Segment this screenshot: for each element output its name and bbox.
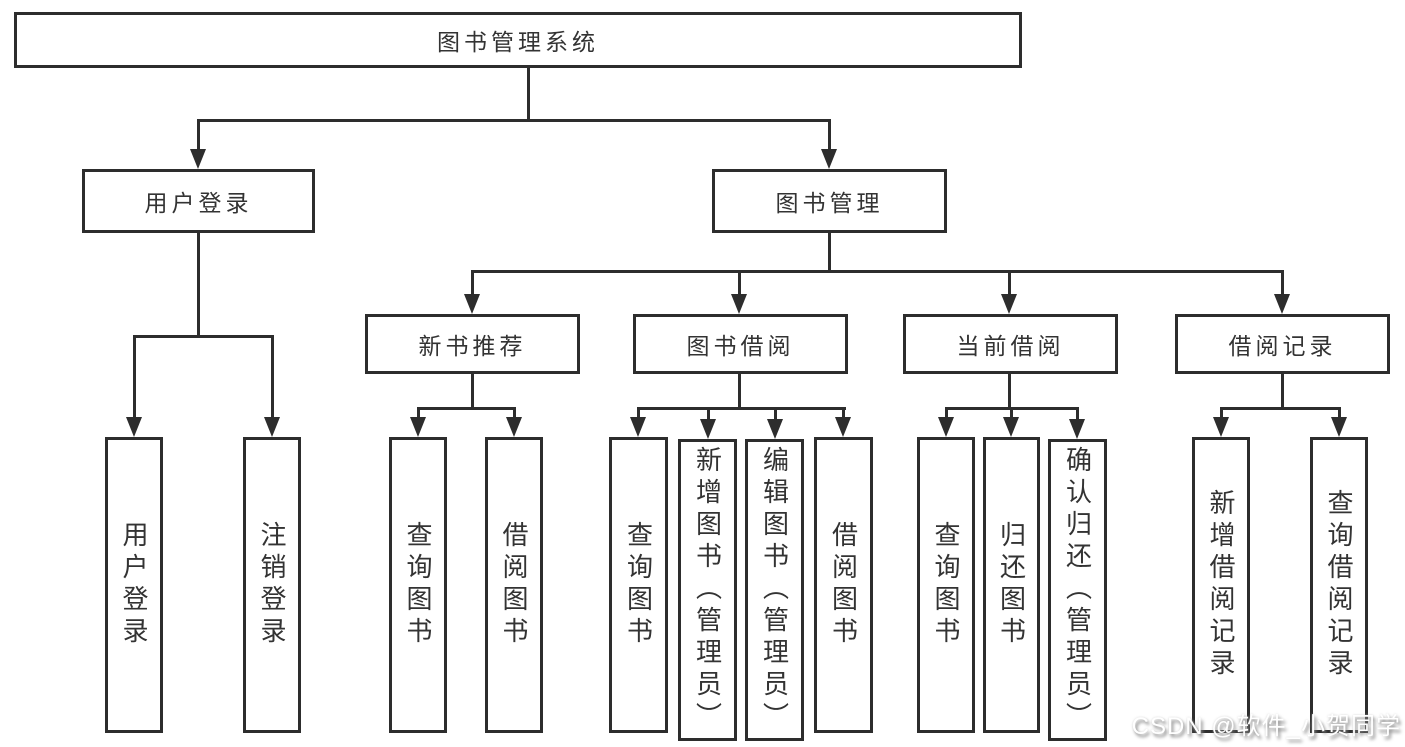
node-current-borrow: 当前借阅 [903, 314, 1118, 374]
node-book-borrow: 图书借阅 [633, 314, 848, 374]
connector-line [417, 407, 420, 421]
node-user-login: 用户登录 [82, 169, 315, 233]
connector-line [1008, 270, 1011, 298]
connector-line [1220, 407, 1223, 421]
connector-root-stem [527, 66, 530, 121]
connector-line [945, 407, 948, 421]
connector-line [197, 119, 200, 153]
node-label: 图书借阅 [686, 333, 795, 359]
csdn-watermark: CSDN @软件_小贺同学 [1131, 713, 1401, 740]
connector-bus [637, 407, 846, 410]
arrow-down-icon [506, 417, 522, 437]
leaf-query-books-borrow: 查询图书 [609, 437, 668, 733]
leaf-user-login: 用户登录 [105, 437, 163, 733]
leaf-label: 用户登录 [119, 521, 149, 649]
connector-stem [1008, 372, 1011, 410]
leaf-query-books-current: 查询图书 [917, 437, 975, 733]
arrow-down-icon [264, 417, 280, 437]
connector-line [637, 407, 640, 421]
leaf-query-books-recommend: 查询图书 [389, 437, 447, 733]
arrow-down-icon [1003, 417, 1019, 437]
leaf-label: 新增图书（管理员） [692, 446, 723, 734]
arrow-down-icon [410, 417, 426, 437]
connector-line [513, 407, 516, 421]
arrow-down-icon [731, 294, 747, 314]
leaf-add-books-admin: 新增图书（管理员） [678, 439, 737, 741]
connector-stem [471, 372, 474, 410]
connector-bus [1220, 407, 1341, 410]
leaf-borrow-books: 借阅图书 [814, 437, 873, 733]
connector-stem [738, 372, 741, 410]
leaf-borrow-books-recommend: 借阅图书 [485, 437, 543, 733]
connector-line [133, 335, 136, 421]
connector-line [471, 270, 474, 298]
arrow-down-icon [1331, 417, 1347, 437]
arrow-down-icon [1213, 417, 1229, 437]
connector-line [1076, 407, 1079, 421]
arrow-down-icon [938, 417, 954, 437]
connector-line [774, 407, 777, 421]
connector-line [1281, 270, 1284, 298]
arrow-down-icon [835, 417, 851, 437]
arrow-down-icon [767, 419, 783, 439]
leaf-label: 新增借阅记录 [1206, 489, 1236, 681]
leaf-label: 借阅图书 [828, 521, 859, 649]
leaf-add-borrow-record: 新增借阅记录 [1192, 437, 1250, 733]
leaf-logout: 注销登录 [243, 437, 301, 733]
node-borrow-records: 借阅记录 [1175, 314, 1390, 374]
leaf-label: 查询图书 [931, 521, 961, 649]
arrow-down-icon [1069, 419, 1085, 439]
connector-line [842, 407, 845, 421]
connector-line [271, 335, 274, 421]
connector-user-login-bus [133, 335, 274, 338]
node-root: 图书管理系统 [14, 12, 1022, 68]
node-label: 新书推荐 [418, 333, 527, 359]
arrow-down-icon [190, 149, 206, 169]
connector-root-bus [197, 119, 831, 122]
arrow-down-icon [700, 419, 716, 439]
leaf-label: 归还图书 [996, 521, 1027, 649]
arrow-down-icon [630, 417, 646, 437]
connector-line [828, 119, 831, 153]
connector-line [738, 270, 741, 298]
arrow-down-icon [1001, 294, 1017, 314]
connector-line [1010, 407, 1013, 421]
node-book-management: 图书管理 [712, 169, 947, 233]
leaf-label: 借阅图书 [499, 521, 529, 649]
leaf-edit-books-admin: 编辑图书（管理员） [745, 439, 804, 741]
arrow-down-icon [126, 417, 142, 437]
connector-stem [1281, 372, 1284, 410]
connector-book-mgmt-stem [828, 231, 831, 273]
arrow-down-icon [821, 149, 837, 169]
connector-book-mgmt-bus [471, 270, 1284, 273]
node-root-label: 图书管理系统 [437, 29, 599, 55]
leaf-label: 确认归还（管理员） [1062, 446, 1093, 734]
leaf-return-books: 归还图书 [983, 437, 1040, 733]
node-label: 当前借阅 [956, 333, 1065, 359]
leaf-label: 查询图书 [403, 521, 433, 649]
arrow-down-icon [464, 294, 480, 314]
connector-bus [417, 407, 516, 410]
node-new-book-recommend: 新书推荐 [365, 314, 580, 374]
leaf-label: 查询借阅记录 [1324, 489, 1354, 681]
leaf-label: 编辑图书（管理员） [759, 446, 790, 734]
connector-user-login-stem [197, 231, 200, 338]
node-label: 图书管理 [775, 190, 884, 216]
connector-line [1338, 407, 1341, 421]
connector-line [707, 407, 710, 421]
leaf-query-borrow-record: 查询借阅记录 [1310, 437, 1368, 733]
leaf-label: 查询图书 [623, 521, 654, 649]
node-label: 借阅记录 [1228, 333, 1337, 359]
node-label: 用户登录 [144, 190, 253, 216]
leaf-confirm-return-admin: 确认归还（管理员） [1048, 439, 1107, 741]
arrow-down-icon [1274, 294, 1290, 314]
leaf-label: 注销登录 [257, 521, 287, 649]
